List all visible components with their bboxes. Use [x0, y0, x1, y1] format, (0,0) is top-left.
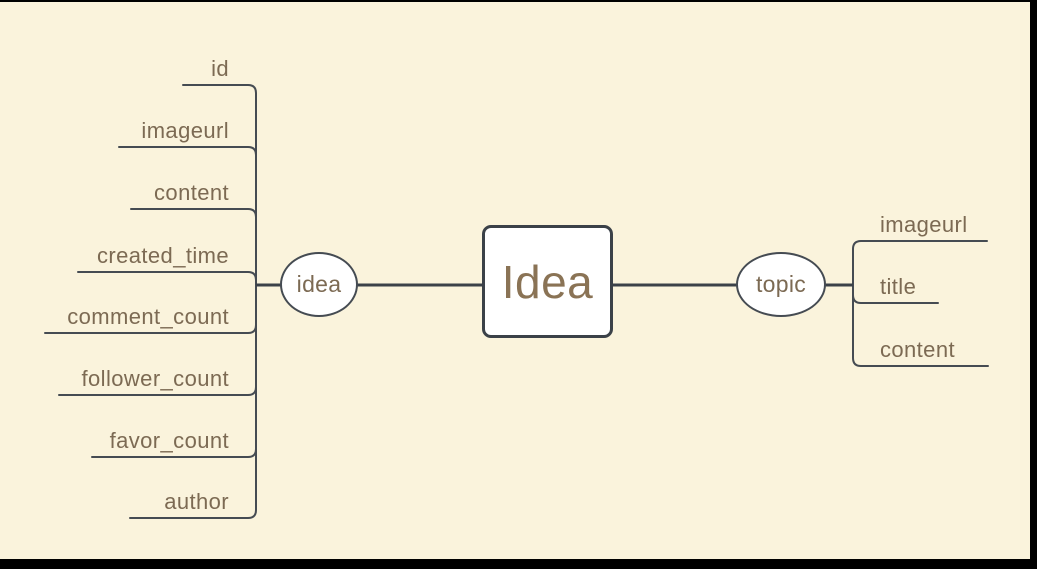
- topic-group-label: topic: [755, 271, 807, 297]
- left-attr-follower-count[interactable]: follower_count: [81, 366, 229, 391]
- left-attr-favor-count[interactable]: favor_count: [109, 428, 229, 453]
- left-attr-created-time[interactable]: created_time: [97, 243, 229, 268]
- left-attr-comment-count[interactable]: comment_count: [67, 304, 229, 329]
- left-attr-author[interactable]: author: [164, 489, 229, 514]
- central-topic-node[interactable]: Idea: [482, 225, 613, 338]
- idea-group-node[interactable]: idea: [280, 252, 358, 317]
- left-attr-content[interactable]: content: [154, 180, 229, 205]
- right-attr-content[interactable]: content: [880, 337, 955, 362]
- right-attr-title[interactable]: title: [880, 274, 917, 299]
- idea-group-label: idea: [296, 271, 342, 297]
- left-attr-id[interactable]: id: [211, 56, 229, 81]
- topic-group-node[interactable]: topic: [736, 252, 826, 317]
- left-attr-imageurl[interactable]: imageurl: [141, 118, 229, 143]
- central-topic-label: Idea: [501, 255, 594, 308]
- right-attr-imageurl[interactable]: imageurl: [880, 212, 968, 237]
